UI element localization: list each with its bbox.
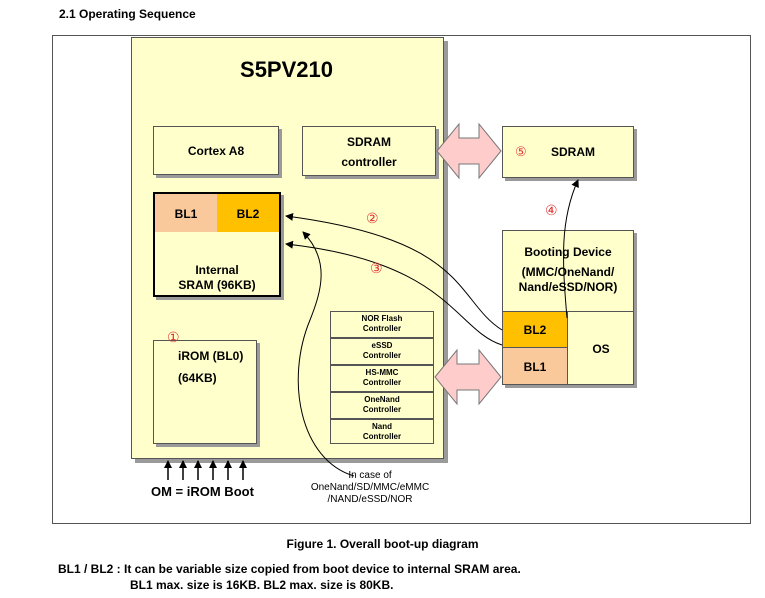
sram-bl2-region: BL2 — [217, 194, 279, 232]
om-label: OM = iROM Boot — [151, 484, 254, 499]
sram-bl2-label: BL2 — [236, 207, 260, 221]
controller-essd-line2: Controller — [362, 351, 402, 360]
sdram-controller-label-line1: SDRAM — [347, 135, 391, 149]
device-os-label: OS — [592, 342, 610, 356]
controller-nand: Nand Controller — [330, 419, 434, 444]
case-note-line1: In case of — [348, 470, 392, 481]
step-1-marker: ① — [167, 329, 180, 345]
device-bl1-label: BL1 — [523, 360, 547, 374]
controller-onenand: OneNand Controller — [330, 392, 434, 419]
booting-device-line1: Booting Device — [524, 245, 612, 259]
sram-bl1-label: BL1 — [174, 207, 198, 221]
footnote-line2: BL1 max. size is 16KB. BL2 max. size is … — [130, 578, 394, 592]
step-2-arrow — [285, 212, 503, 331]
controller-essd: eSSD Controller — [330, 338, 434, 365]
cortex-a8-block: Cortex A8 — [153, 126, 279, 175]
device-os-region: OS — [567, 311, 634, 385]
step-2-marker: ② — [366, 210, 379, 226]
sram-label-line2: SRAM (96KB) — [178, 278, 256, 292]
external-sdram-label: SDRAM — [551, 145, 595, 159]
booting-device-line3: Nand/eSSD/NOR) — [518, 280, 618, 294]
controller-hs-mmc-line1: HS-MMC — [365, 368, 399, 377]
device-bl1-region: BL1 — [502, 347, 568, 385]
step-5-marker: ⑤ — [515, 144, 527, 159]
controller-nand-line2: Controller — [362, 432, 402, 441]
step-4-arrow — [563, 179, 579, 319]
section-title: 2.1 Operating Sequence — [59, 7, 196, 21]
device-bl2-region: BL2 — [502, 311, 568, 348]
sdram-controller-label-line2: controller — [341, 155, 397, 169]
step-3-marker: ③ — [370, 260, 383, 276]
controller-essd-line1: eSSD — [371, 341, 393, 350]
step-3-arrow — [285, 240, 503, 346]
irom-block: iROM (BL0) (64KB) — [153, 340, 257, 444]
boot-bus-arrow — [434, 348, 502, 406]
case-note-line2: OneNand/SD/MMC/eMMC — [310, 482, 430, 493]
device-bl2-label: BL2 — [523, 323, 547, 337]
controller-onenand-line2: Controller — [362, 405, 402, 414]
controller-hs-mmc-line2: Controller — [362, 378, 402, 387]
step-4-marker: ④ — [545, 202, 558, 218]
sram-bl1-region: BL1 — [155, 194, 217, 232]
internal-sram-block: BL1 BL2 Internal SRAM (96KB) — [153, 192, 281, 297]
figure-frame — [52, 35, 751, 524]
cortex-a8-label: Cortex A8 — [187, 144, 245, 158]
controller-nor-flash-line2: Controller — [362, 324, 402, 333]
footnote-line1: BL1 / BL2 : It can be variable size copi… — [58, 562, 521, 576]
note-curve-arrow — [297, 231, 355, 477]
booting-device-block: Booting Device (MMC/OneNand/ Nand/eSSD/N… — [502, 230, 634, 385]
sram-label-line1: Internal — [195, 263, 239, 277]
case-note-line3: /NAND/eSSD/NOR — [327, 494, 413, 505]
controller-nor-flash-line1: NOR Flash — [361, 314, 403, 323]
figure-caption: Figure 1. Overall boot-up diagram — [286, 537, 479, 551]
controller-nand-line1: Nand — [372, 422, 392, 431]
controller-nor-flash: NOR Flash Controller — [330, 311, 434, 338]
booting-device-line2: (MMC/OneNand/ — [521, 265, 615, 279]
controller-onenand-line1: OneNand — [364, 395, 400, 404]
chip-title: S5PV210 — [240, 57, 333, 82]
case-note: In case of OneNand/SD/MMC/eMMC /NAND/eSS… — [300, 470, 440, 506]
sdram-bus-arrow — [436, 122, 502, 180]
irom-label-line2: (64KB) — [178, 371, 217, 385]
external-sdram-block: ⑤ SDRAM — [502, 126, 634, 178]
sdram-controller-block: SDRAM controller — [302, 126, 436, 176]
controller-hs-mmc: HS-MMC Controller — [330, 365, 434, 392]
irom-label-line1: iROM (BL0) — [178, 349, 244, 363]
